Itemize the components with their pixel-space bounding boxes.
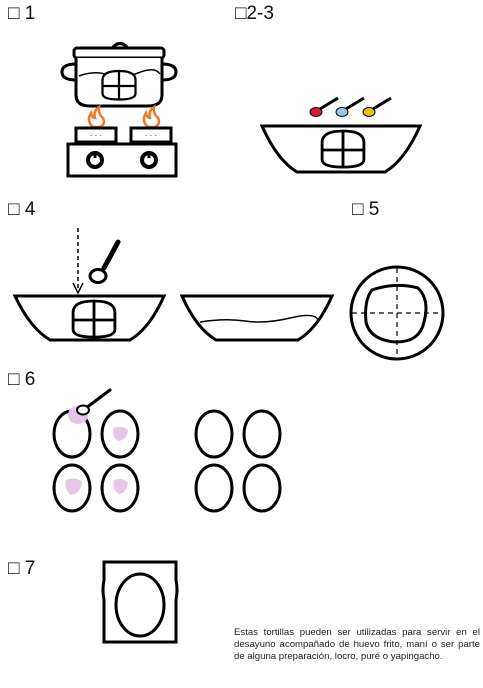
- serving-note: Estas tortillas pueden ser utilizadas pa…: [234, 627, 480, 664]
- spoon-icon: [310, 98, 391, 117]
- arrow-icon: [73, 228, 83, 293]
- frame-icon: [103, 562, 177, 642]
- flame-icon: [89, 107, 159, 127]
- tortilla-icon: [54, 406, 138, 511]
- tortilla-icon: [196, 411, 280, 511]
- bowl-icon: [262, 126, 420, 172]
- pot-icon: [62, 44, 176, 107]
- bowl-icon: [15, 296, 164, 340]
- stove-icon: · · · · · ·: [68, 128, 176, 176]
- svg-text:· · ·: · · ·: [145, 131, 157, 140]
- bowl-icon: [182, 296, 332, 340]
- svg-text:· · ·: · · ·: [90, 131, 102, 140]
- spoon-icon: [90, 242, 118, 283]
- plate-icon: [351, 267, 443, 360]
- spoon-icon: [77, 390, 110, 415]
